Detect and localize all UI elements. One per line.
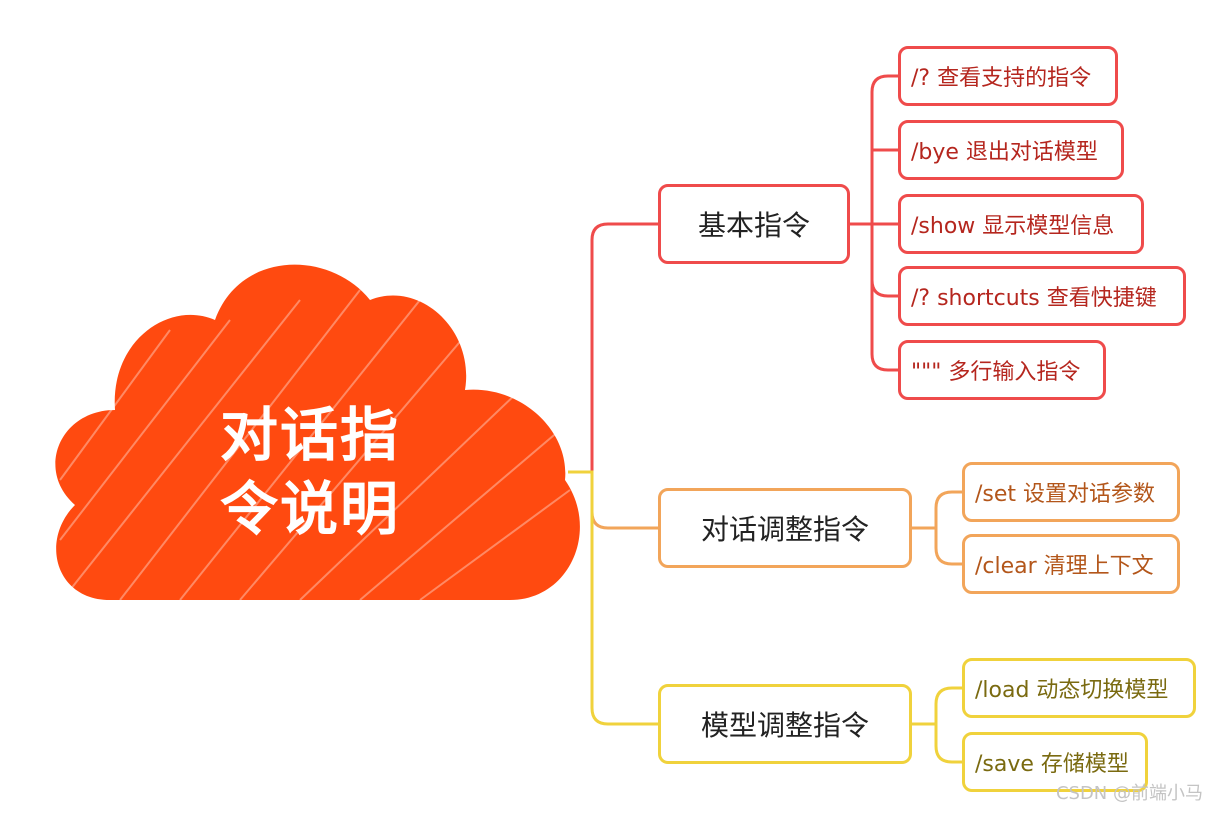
leaf-label: /show 显示模型信息	[911, 214, 1115, 239]
leaf-label: /? shortcuts 查看快捷键	[911, 286, 1157, 311]
leaf-label: """ 多行输入指令	[911, 360, 1081, 385]
leaf-label: /save 存储模型	[975, 752, 1129, 777]
connectors-branch-2	[912, 490, 962, 566]
leaf-node[interactable]: /load 动态切换模型	[962, 658, 1196, 718]
leaf-node[interactable]: /bye 退出对话模型	[898, 120, 1124, 180]
connectors-branch-3	[912, 686, 962, 764]
connector-root-branch-3	[568, 470, 658, 726]
leaf-node[interactable]: """ 多行输入指令	[898, 340, 1106, 400]
connector-root-branch-2	[568, 470, 658, 530]
leaf-node[interactable]: /? shortcuts 查看快捷键	[898, 266, 1186, 326]
watermark: CSDN @前端小马	[1055, 783, 1203, 804]
leaf-label: /load 动态切换模型	[975, 678, 1169, 703]
branch-3-label: 模型调整指令	[700, 709, 869, 742]
leaf-node[interactable]: /? 查看支持的指令	[898, 46, 1118, 106]
branch-2-label: 对话调整指令	[700, 513, 869, 546]
leaf-node[interactable]: /set 设置对话参数	[962, 462, 1180, 522]
root-title: 对话指令说明	[219, 401, 400, 543]
branch-1-label: 基本指令	[697, 209, 810, 242]
branch-3-node[interactable]: 模型调整指令	[658, 684, 912, 764]
branch-1-node[interactable]: 基本指令	[658, 184, 850, 264]
leaf-node[interactable]: /show 显示模型信息	[898, 194, 1144, 254]
connector-root-branch-1	[568, 222, 658, 474]
leaf-label: /bye 退出对话模型	[911, 140, 1098, 165]
cloud-shape	[55, 264, 580, 601]
leaf-label: /? 查看支持的指令	[911, 66, 1092, 91]
branch-2-node[interactable]: 对话调整指令	[658, 488, 912, 568]
connectors-branch-1	[850, 74, 898, 372]
leaf-node[interactable]: /save 存储模型	[962, 732, 1148, 792]
leaf-label: /clear 清理上下文	[975, 554, 1154, 579]
leaf-label: /set 设置对话参数	[975, 482, 1156, 507]
leaf-node[interactable]: /clear 清理上下文	[962, 534, 1180, 594]
